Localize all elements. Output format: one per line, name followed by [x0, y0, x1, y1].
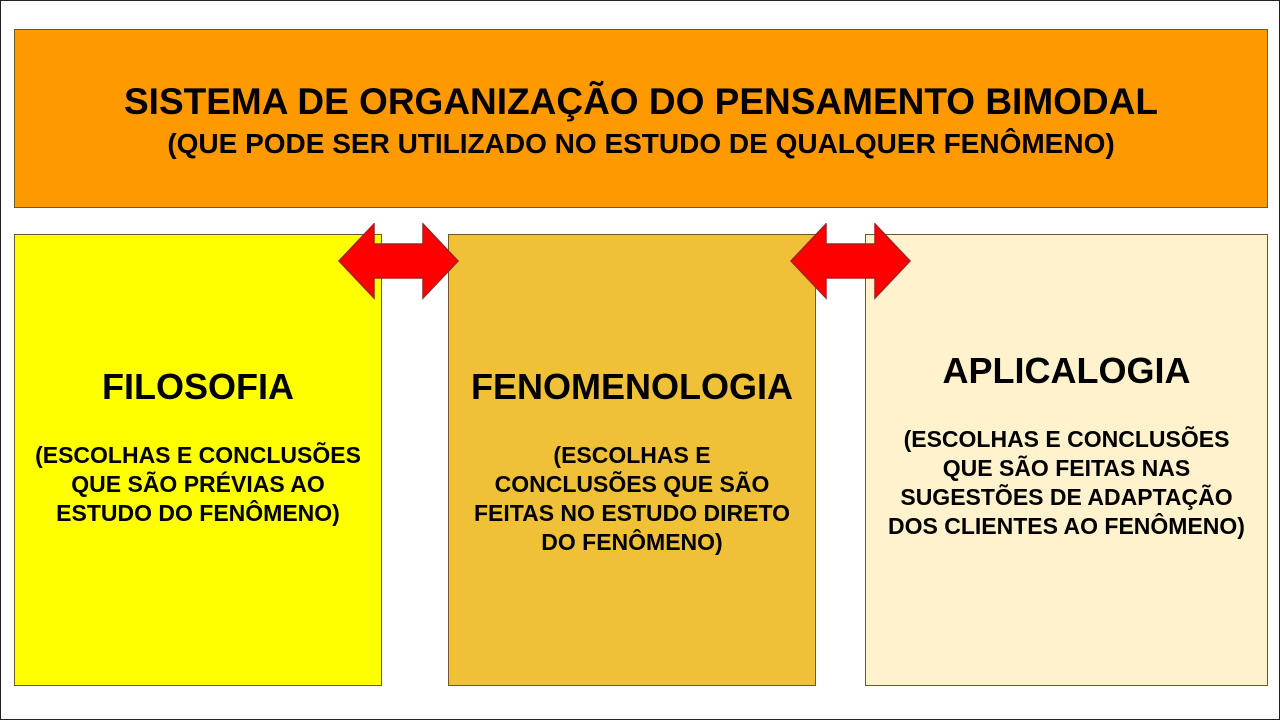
double-arrow-icon — [338, 223, 460, 300]
filosofia-title: FILOSOFIA — [102, 366, 294, 407]
filosofia-box: FILOSOFIA (ESCOLHAS E CONCLUSÕES QUE SÃO… — [14, 234, 382, 686]
aplicalogia-title: APLICALOGIA — [942, 350, 1191, 391]
aplicalogia-box: APLICALOGIA (ESCOLHAS E CONCLUSÕES QUE S… — [865, 234, 1268, 686]
fenomenologia-box: FENOMENOLOGIA (ESCOLHAS E CONCLUSÕES QUE… — [448, 234, 816, 686]
slide-subtitle: (QUE PODE SER UTILIZADO NO ESTUDO DE QUA… — [167, 128, 1115, 159]
aplicalogia-description: (ESCOLHAS E CONCLUSÕES QUE SÃO FEITAS NA… — [888, 426, 1245, 539]
filosofia-description: (ESCOLHAS E CONCLUSÕES QUE SÃO PRÉVIAS A… — [35, 442, 361, 526]
double-arrow-icon — [790, 223, 912, 300]
fenomenologia-description: (ESCOLHAS E CONCLUSÕES QUE SÃO FEITAS NO… — [473, 442, 791, 555]
header-banner: SISTEMA DE ORGANIZAÇÃO DO PENSAMENTO BIM… — [14, 29, 1268, 208]
slide-title: SISTEMA DE ORGANIZAÇÃO DO PENSAMENTO BIM… — [124, 81, 1158, 122]
fenomenologia-title: FENOMENOLOGIA — [471, 366, 793, 407]
